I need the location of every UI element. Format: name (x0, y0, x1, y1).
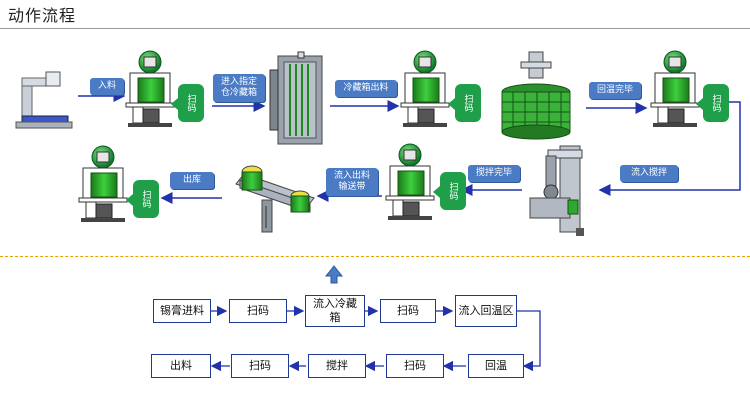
process-step-solder-paste-in: 锡膏进料 (153, 299, 211, 323)
process-step-into-fridge: 流入冷藏箱 (305, 295, 365, 327)
flow-arrow (598, 101, 741, 196)
process-step-scan: 扫码 (229, 299, 287, 323)
scanner-station-icon (125, 50, 175, 127)
process-step-scan: 扫码 (380, 299, 436, 323)
process-step-discharge: 出料 (151, 354, 211, 378)
section-separator (0, 256, 750, 257)
refrigerator-cabinet-icon (269, 51, 323, 145)
warming-carousel-icon (501, 51, 571, 140)
process-step-scan: 扫码 (231, 354, 289, 378)
scan-bubble: 扫码 (448, 84, 481, 122)
process-step-stir: 搅拌 (308, 354, 366, 378)
title-divider (0, 28, 750, 29)
label-conveyor-line1: 流入出料 (333, 171, 370, 181)
scanner-station-icon (650, 50, 700, 127)
scan-bubble: 扫码 (126, 180, 159, 218)
input-machine-icon (15, 71, 73, 129)
label-enter-fridge: 进入指定 仓冷藏箱 (213, 74, 265, 102)
label-fridge-out: 冷藏箱出料 (335, 80, 397, 97)
conveyor-belt-icon (235, 165, 315, 233)
process-step-scan: 扫码 (386, 354, 444, 378)
label-conveyor-line2: 输送带 (338, 182, 366, 192)
label-stir-done: 搅拌完毕 (468, 165, 520, 182)
scan-bubble: 扫码 (171, 84, 204, 122)
stirring-machine-icon (529, 145, 584, 236)
label-enter-material: 入料 (90, 78, 124, 95)
scan-bubble: 扫码 (433, 172, 466, 210)
process-step-into-warm-zone: 流入回温区 (455, 295, 517, 327)
top-flow-diagram (15, 50, 741, 236)
label-enter-fridge-line2: 仓冷藏箱 (220, 88, 257, 98)
label-conveyor: 流入出料 输送带 (326, 168, 378, 196)
label-stir-in: 流入搅拌 (620, 165, 678, 182)
page-title: 动作流程 (8, 6, 77, 25)
process-step-warm: 回温 (468, 354, 524, 378)
scanner-station-icon (385, 143, 435, 220)
label-enter-fridge-line1: 进入指定 (220, 77, 257, 87)
scanner-station-icon (400, 50, 450, 127)
label-warm-done: 回温完毕 (589, 82, 641, 99)
scan-bubble: 扫码 (696, 84, 729, 122)
label-storage: 出库 (170, 172, 214, 189)
scanner-station-icon (78, 145, 128, 222)
up-arrow-icon (324, 265, 344, 284)
